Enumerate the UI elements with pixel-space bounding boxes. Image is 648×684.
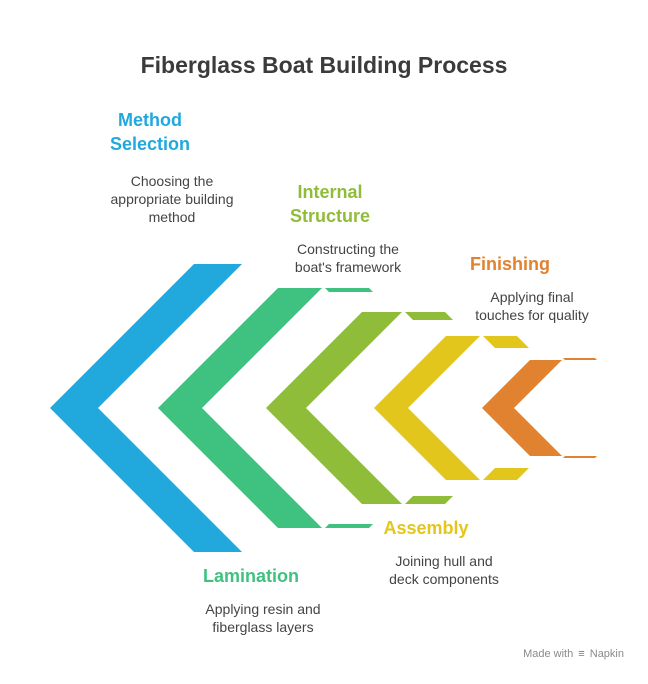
chevron-upper-back-assembly [483,336,529,348]
chevron-upper-arm-internal-structure [266,312,402,408]
chevron-lower-back-lamination [325,524,373,528]
chevron-upper-back-internal-structure [405,312,453,320]
step-desc-method-selection: Choosing the appropriate building method [110,173,234,225]
napkin-logo-icon: ≡ [578,648,585,660]
step-title-finishing: Finishing [470,254,550,274]
chevron-lower-arm-method-selection [50,408,242,552]
step-title-assembly: Assembly [383,518,469,538]
step-desc-assembly: Joining hull and deck components [389,553,499,587]
step-desc-finishing: Applying final touches for quality [475,289,589,323]
chevron-lower-arm-finishing [482,408,562,456]
chevron-upper-back-lamination [325,288,373,292]
chevron-lower-back-assembly [483,468,529,480]
page-title: Fiberglass Boat Building Process [140,52,508,78]
step-desc-internal-structure: Constructing the boat's framework [294,241,402,275]
chevron-upper-back-finishing [563,358,597,360]
chevron-lower-back-finishing [563,456,597,458]
step-title-method-selection: Method Selection [109,110,191,154]
made-with-credit: Made with ≡ Napkin [523,648,624,660]
chevron-upper-arm-assembly [374,336,480,408]
chevron-lower-arm-assembly [374,408,480,480]
chevron-upper-arm-finishing [482,360,562,408]
chevron-lower-arm-internal-structure [266,408,402,504]
credit-prefix: Made with [523,648,574,660]
step-title-internal-structure: Internal Structure [289,182,370,226]
chevron-upper-arm-method-selection [50,264,242,408]
chevron-lower-arm-lamination [158,408,322,528]
step-title-lamination: Lamination [202,566,299,586]
step-desc-lamination: Applying resin and fiberglass layers [205,601,321,635]
chevron-upper-arm-lamination [158,288,322,408]
credit-brand: Napkin [589,648,624,660]
chevron-lower-back-internal-structure [405,496,453,504]
